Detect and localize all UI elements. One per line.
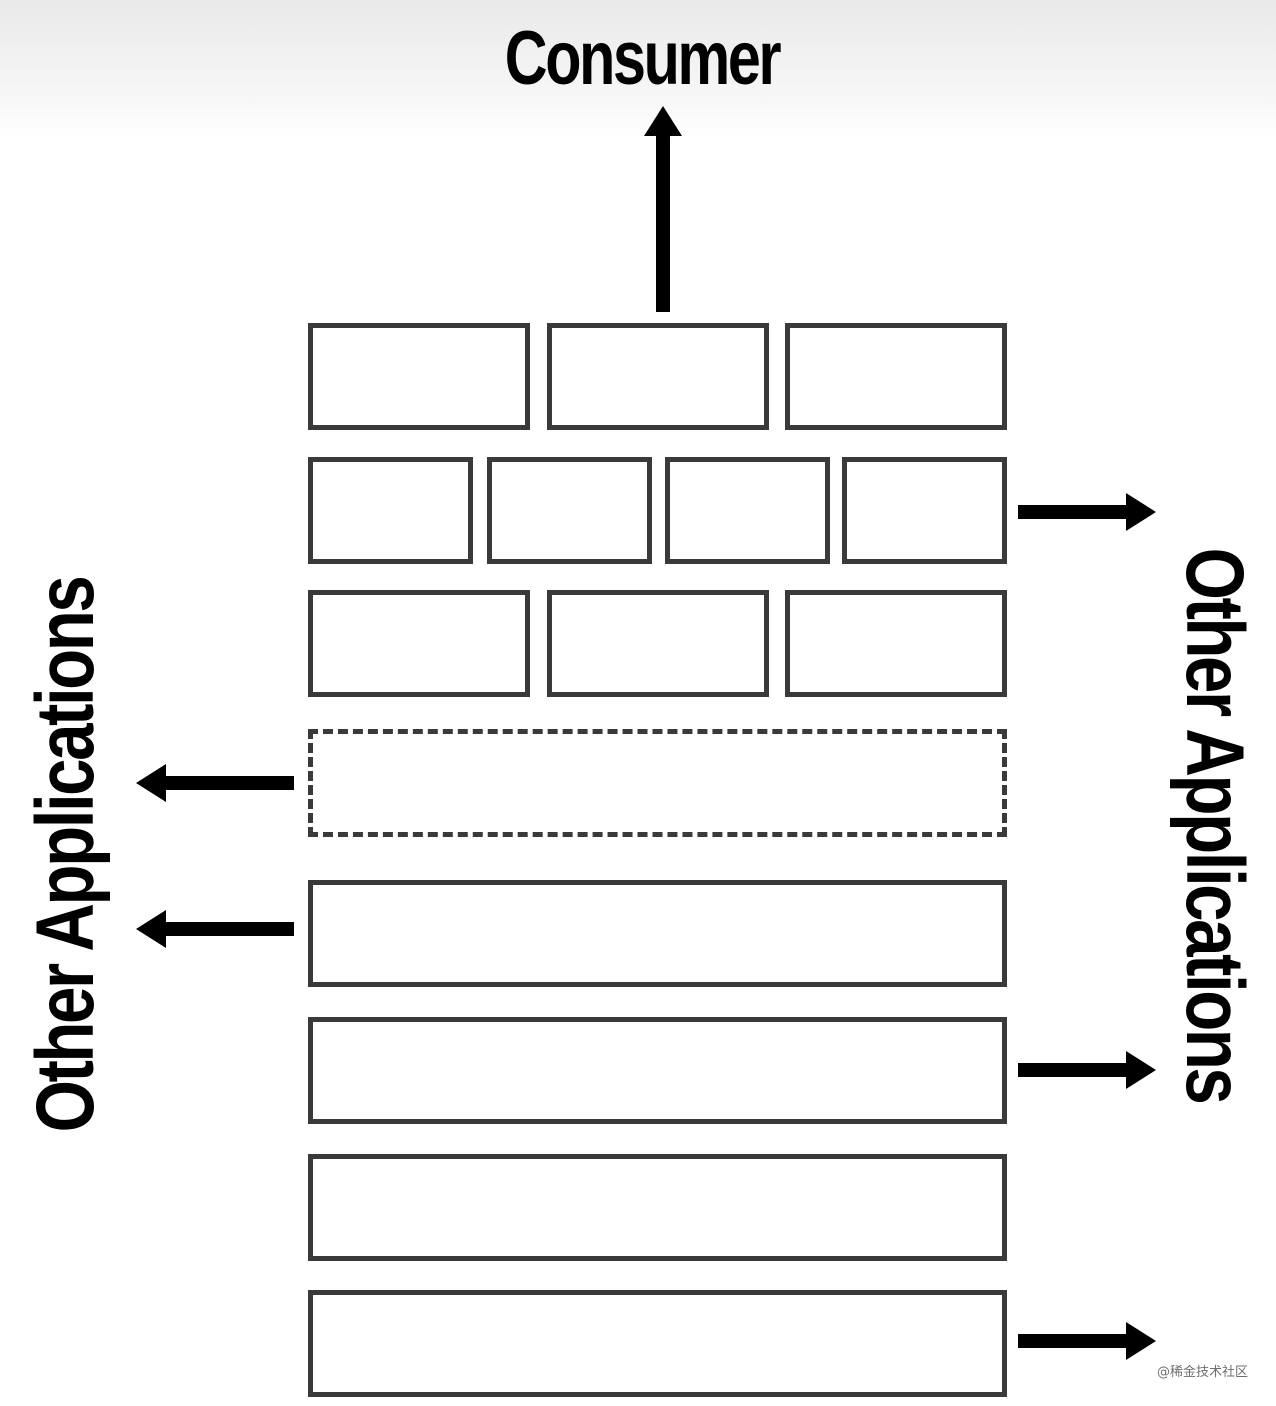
- brick-row1-col1: [308, 323, 530, 430]
- empty-slot-dashed: [308, 729, 1007, 837]
- watermark: @稀金技术社区: [1156, 1365, 1248, 1380]
- brick-row1-col3: [785, 323, 1007, 430]
- bar-row8: [308, 1290, 1007, 1397]
- bar-row5: [308, 880, 1007, 987]
- right-arrow-row2: [1018, 493, 1156, 531]
- brick-row2-col2: [487, 457, 652, 564]
- bar-row7: [308, 1154, 1007, 1261]
- left-other-applications-label: Other Applications: [20, 577, 111, 1133]
- up-arrow-to-consumer: [644, 106, 682, 312]
- brick-row3-col2: [547, 590, 769, 697]
- right-arrow-row8: [1018, 1322, 1156, 1360]
- brick-row3-col1: [308, 590, 530, 697]
- right-other-applications-label: Other Applications: [1169, 547, 1260, 1103]
- brick-row2-col1: [308, 457, 473, 564]
- brick-row1-col2: [547, 323, 769, 430]
- consumer-label: Consumer: [504, 16, 782, 101]
- brick-row2-col4: [842, 457, 1007, 564]
- bar-row6: [308, 1017, 1007, 1124]
- left-arrow-row4: [136, 764, 294, 802]
- right-arrow-row6: [1018, 1051, 1156, 1089]
- brick-row3-col3: [785, 590, 1007, 697]
- brick-row2-col3: [665, 457, 830, 564]
- left-arrow-row5: [136, 910, 294, 948]
